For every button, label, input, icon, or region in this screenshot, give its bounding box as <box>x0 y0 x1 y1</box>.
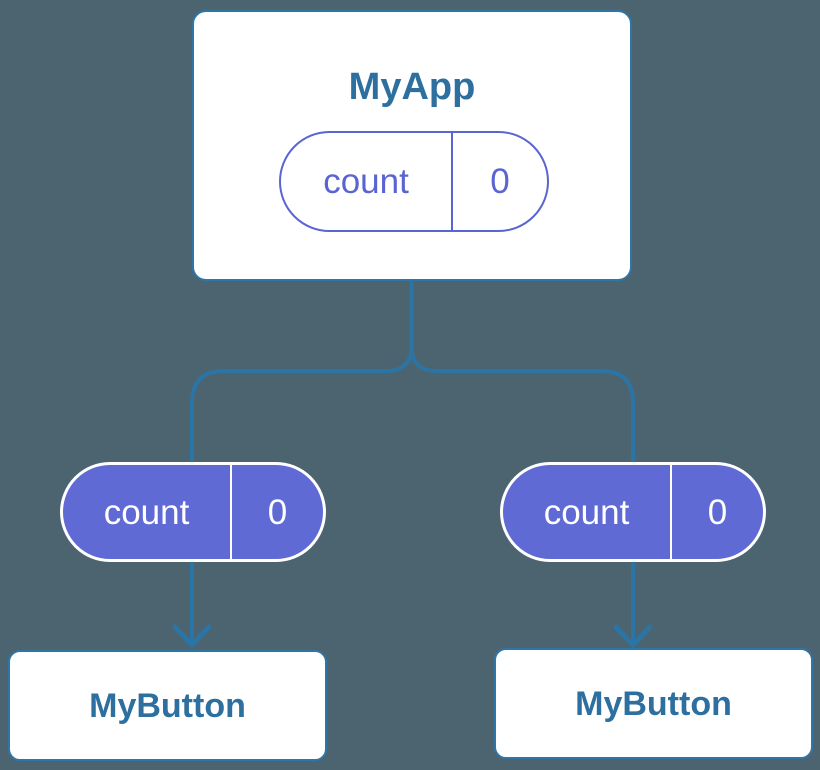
prop-pill-left: count 0 <box>60 462 326 562</box>
state-value-label: 0 <box>490 162 510 201</box>
connector-right-branch <box>409 281 635 644</box>
child-component-box-right: MyButton <box>494 648 813 759</box>
prop-value-label: 0 <box>707 492 728 532</box>
root-component-box: MyApp count 0 <box>192 10 632 281</box>
root-state-pill: count 0 <box>279 131 549 232</box>
arrowhead-left-icon <box>172 624 212 648</box>
prop-name-label: count <box>63 465 232 559</box>
child-component-box-left: MyButton <box>8 650 327 761</box>
connector-left-branch <box>190 281 414 644</box>
child-component-title: MyButton <box>89 686 246 725</box>
root-component-title: MyApp <box>348 66 476 108</box>
prop-pill-right: count 0 <box>500 462 766 562</box>
arrowhead-right-icon <box>613 624 653 648</box>
child-component-title: MyButton <box>575 684 732 723</box>
prop-name-label: count <box>503 465 672 559</box>
prop-value-label: 0 <box>267 492 288 532</box>
state-name-label: count <box>281 133 453 230</box>
